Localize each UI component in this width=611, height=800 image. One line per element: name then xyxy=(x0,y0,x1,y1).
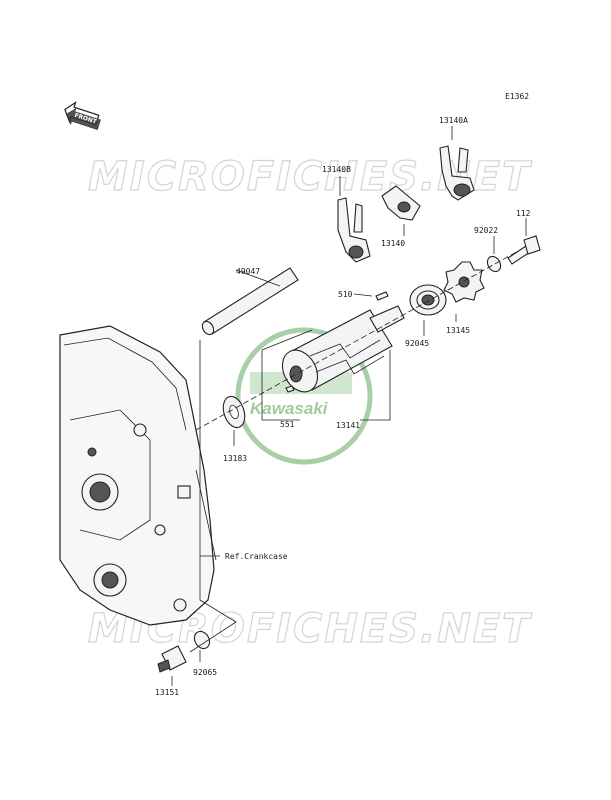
pin-551 xyxy=(285,385,295,393)
label-92065: 92065 xyxy=(193,668,217,677)
label-551: 551 xyxy=(280,420,295,429)
label-13140b: 13140B xyxy=(322,165,351,174)
label-510: 510 xyxy=(338,290,353,299)
leader-lines xyxy=(171,126,527,686)
diagram-code: E1362 xyxy=(505,92,529,101)
label-13183: 13183 xyxy=(223,454,247,463)
washer-13183 xyxy=(222,395,246,429)
neutral-switch-13151 xyxy=(157,645,187,673)
shift-fork-13140 xyxy=(381,185,421,221)
shift-drum-star-13145 xyxy=(443,261,485,303)
bearing-92045 xyxy=(409,284,447,316)
label-ref-crankcase: Ref.Crankcase xyxy=(225,552,288,561)
shift-drum-13141 xyxy=(281,305,405,393)
shift-fork-13140b xyxy=(337,197,371,263)
label-13141: 13141 xyxy=(336,421,360,430)
label-92022: 92022 xyxy=(474,226,498,235)
watermark-brand-text: Kawasaki xyxy=(250,399,329,418)
shift-rod-49047 xyxy=(201,267,299,336)
label-49047: 49047 xyxy=(236,267,260,276)
label-92045: 92045 xyxy=(405,339,429,348)
label-13151: 13151 xyxy=(155,688,179,697)
shift-fork-13140a xyxy=(439,145,475,201)
label-13145: 13145 xyxy=(446,326,470,335)
washer-92065 xyxy=(193,630,211,650)
washer-92022 xyxy=(486,255,502,273)
front-arrow-icon: FRONT xyxy=(64,101,101,131)
pin-510 xyxy=(375,291,389,301)
label-112: 112 xyxy=(516,209,531,218)
crankcase-drawing xyxy=(59,325,217,626)
bolt-112 xyxy=(507,235,541,265)
label-13140a: 13140A xyxy=(439,116,468,125)
label-13140: 13140 xyxy=(381,239,405,248)
